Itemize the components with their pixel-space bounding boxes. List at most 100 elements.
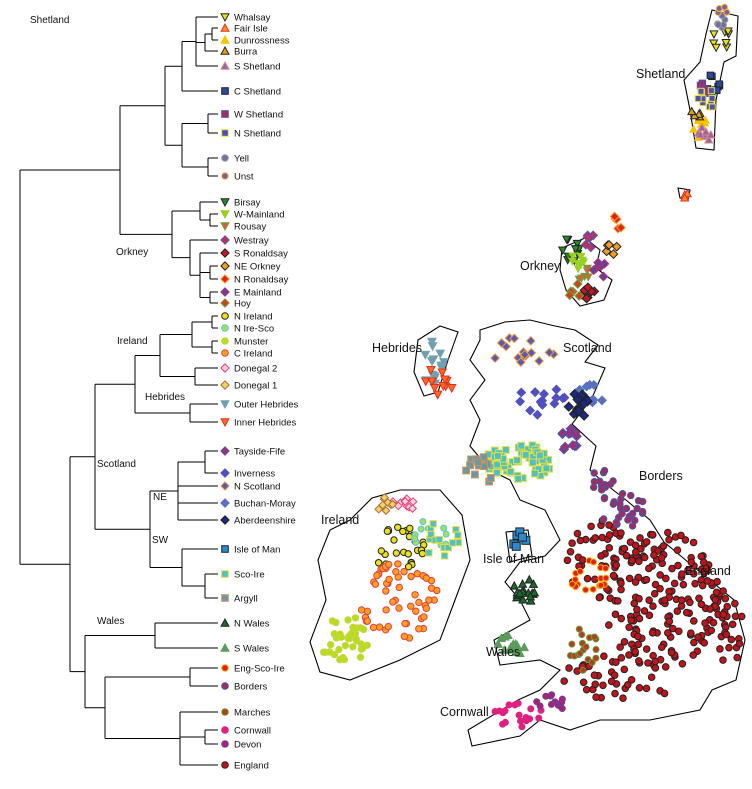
sample-marker xyxy=(665,617,674,626)
sample-marker xyxy=(581,293,592,304)
sample-marker xyxy=(725,643,733,652)
map-label-scotland: Scotland xyxy=(563,341,612,355)
sample-marker xyxy=(363,617,372,625)
circle-marker-icon xyxy=(221,154,229,162)
square-marker-icon xyxy=(221,545,229,553)
leaf-label: S Wales xyxy=(234,644,269,655)
sample-marker xyxy=(576,252,586,262)
leaf-label: S Ronaldsay xyxy=(234,249,288,260)
sample-marker xyxy=(592,646,600,654)
sample-marker xyxy=(619,694,627,703)
sample-marker xyxy=(444,543,452,552)
legend-item: Cornwall xyxy=(221,726,271,737)
sample-marker xyxy=(617,529,625,537)
sample-marker xyxy=(407,602,415,610)
sample-marker xyxy=(703,577,712,585)
sample-marker xyxy=(339,653,347,662)
sample-marker xyxy=(679,580,688,589)
map-label-hebrides: Hebrides xyxy=(372,341,422,355)
legend-item: Donegal 1 xyxy=(220,380,277,392)
sample-marker xyxy=(577,274,587,283)
sample-marker xyxy=(449,539,457,547)
sample-marker xyxy=(617,579,625,588)
legend-item: Westray xyxy=(220,235,269,247)
legend-item: C Ireland xyxy=(221,349,273,360)
legend-item: Outer Hebrides xyxy=(220,400,299,411)
sample-marker xyxy=(578,410,590,421)
sample-marker xyxy=(665,535,673,544)
sample-marker xyxy=(525,335,536,346)
sample-marker xyxy=(650,589,659,598)
legend-item: Sco-Ire xyxy=(221,570,265,581)
map-label-shetland: Shetland xyxy=(636,67,685,81)
sample-marker xyxy=(674,561,682,570)
sample-marker xyxy=(442,530,450,538)
sample-marker xyxy=(394,560,402,568)
sample-marker xyxy=(689,110,700,120)
sample-marker xyxy=(474,458,482,467)
sample-marker xyxy=(701,126,711,136)
sample-marker xyxy=(678,570,686,578)
tri-down-marker-icon xyxy=(220,400,230,410)
sample-marker xyxy=(617,585,625,594)
diamond-marker-icon xyxy=(220,235,230,245)
sample-marker xyxy=(704,134,714,144)
diamond-marker-icon xyxy=(220,515,230,525)
leaf-label: Borders xyxy=(234,682,268,693)
leaf-label: N Ronaldsay xyxy=(234,275,289,286)
sample-marker xyxy=(617,654,626,662)
legend-item: Tayside-Fife xyxy=(220,446,285,458)
sample-marker xyxy=(493,452,502,460)
legend-item: Birsay xyxy=(220,198,261,209)
sample-marker xyxy=(640,553,649,562)
sample-marker xyxy=(650,551,658,559)
sample-marker xyxy=(616,222,626,233)
sample-marker xyxy=(659,542,668,550)
tri-up-marker-icon xyxy=(220,642,230,652)
diamond-marker-icon xyxy=(220,287,230,297)
legend-item: Marches xyxy=(221,708,271,719)
map-label-borders: Borders xyxy=(639,469,683,483)
sample-marker xyxy=(359,644,367,652)
leaf-label: N Shetland xyxy=(234,129,281,140)
circle-marker-icon xyxy=(221,349,229,357)
sample-marker xyxy=(440,552,449,560)
sample-marker xyxy=(345,634,354,643)
sample-marker xyxy=(582,232,593,243)
leaf-label: Cornwall xyxy=(234,726,271,737)
sample-marker xyxy=(622,551,631,560)
sample-marker xyxy=(499,720,507,728)
sample-marker xyxy=(610,671,619,679)
sample-marker xyxy=(576,650,584,658)
sample-marker xyxy=(572,394,583,405)
sample-marker xyxy=(389,598,397,606)
sample-marker xyxy=(542,464,551,473)
sample-marker xyxy=(547,692,555,700)
sample-marker xyxy=(559,392,570,403)
sample-marker xyxy=(612,561,621,569)
clade-label-ireland: Ireland xyxy=(117,336,148,347)
sample-marker xyxy=(697,122,707,132)
sample-marker xyxy=(515,357,526,368)
sample-marker xyxy=(627,676,636,684)
sample-marker xyxy=(697,87,705,95)
legend-item: N Ireland xyxy=(221,312,273,323)
tri-down-marker-icon xyxy=(220,222,230,232)
sample-marker xyxy=(401,619,409,628)
sample-marker xyxy=(597,552,605,560)
sample-marker xyxy=(517,578,528,588)
clade-label-orkney: Orkney xyxy=(116,247,148,258)
sample-marker xyxy=(697,600,706,609)
square-marker-icon xyxy=(221,129,229,137)
sample-marker xyxy=(420,613,428,621)
sample-marker xyxy=(521,451,530,459)
legend-item: Inverness xyxy=(220,468,275,480)
sample-marker xyxy=(547,700,555,708)
sample-marker xyxy=(597,581,605,589)
sample-marker xyxy=(582,267,592,276)
sample-marker xyxy=(573,529,582,538)
sample-marker xyxy=(510,639,521,648)
sample-marker xyxy=(588,659,596,667)
sample-marker xyxy=(371,580,380,588)
